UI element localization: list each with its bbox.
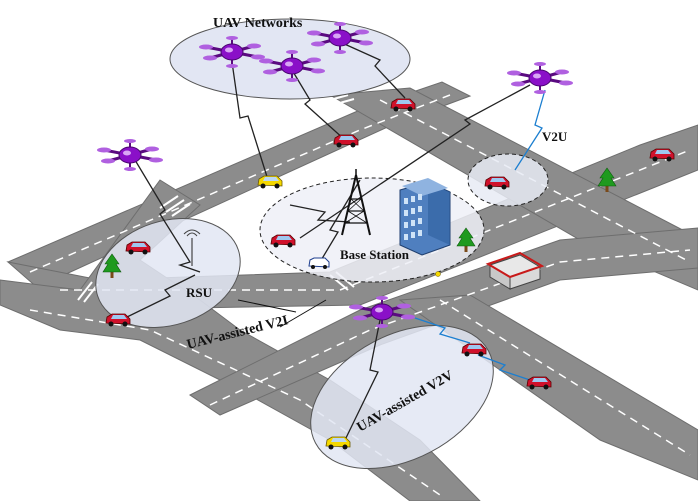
- tower-icon: [341, 169, 371, 236]
- rsu-label: RSU: [186, 285, 213, 300]
- lightning-link-icon: [124, 41, 546, 441]
- drone-icon: [95, 137, 165, 173]
- car-icon: [257, 175, 283, 189]
- uav-networks-label: UAV Networks: [213, 16, 303, 31]
- v2u-label: V2U: [542, 129, 568, 144]
- drone-icon: [505, 60, 575, 96]
- rsu-antenna-icon: [183, 229, 201, 266]
- v2u-zone: [467, 153, 549, 207]
- building-icon: [399, 178, 451, 256]
- shop-icon: [485, 251, 545, 290]
- car-icon: [308, 257, 330, 269]
- base-station-label: Base Station: [340, 247, 410, 262]
- v2v-zone: [310, 324, 494, 470]
